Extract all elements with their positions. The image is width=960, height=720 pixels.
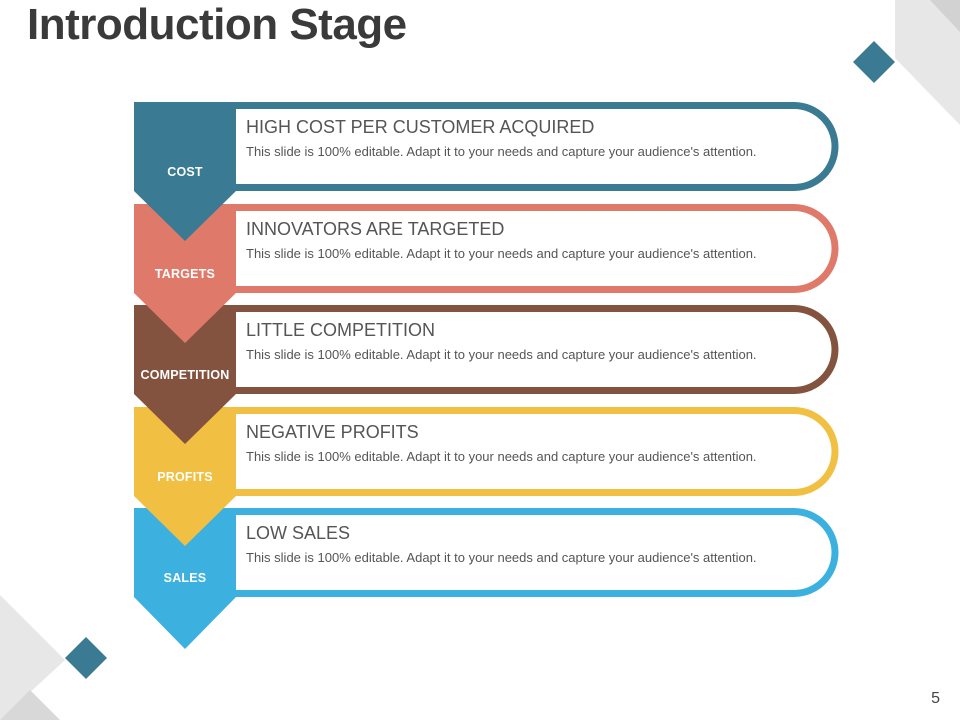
stage-tag: COMPETITION bbox=[140, 368, 230, 382]
page-number: 5 bbox=[931, 690, 940, 707]
stage-row-shape bbox=[134, 102, 839, 241]
stage-tag: COST bbox=[167, 165, 203, 179]
stage-pill-body bbox=[236, 312, 832, 388]
stage-tag: PROFITS bbox=[157, 470, 213, 484]
top-right-gray-shape bbox=[895, 0, 960, 125]
top-right-diamond bbox=[853, 41, 895, 83]
slide-title: Introduction Stage bbox=[27, 0, 407, 49]
stage-description: This slide is 100% editable. Adapt it to… bbox=[246, 246, 757, 261]
stage-chevron-strip bbox=[134, 407, 236, 546]
stage-heading: HIGH COST PER CUSTOMER ACQUIRED bbox=[246, 117, 595, 137]
bottom-left-light-shape bbox=[0, 690, 60, 720]
stage-heading: NEGATIVE PROFITS bbox=[246, 422, 419, 442]
stage-heading: LITTLE COMPETITION bbox=[246, 320, 436, 340]
stage-pill-body bbox=[236, 414, 832, 489]
stage-description: This slide is 100% editable. Adapt it to… bbox=[246, 550, 757, 565]
stage-chevron-strip bbox=[134, 508, 236, 649]
stage-chevron-strip bbox=[134, 204, 236, 343]
stage-chevron-strip bbox=[134, 305, 236, 444]
stage-description: This slide is 100% editable. Adapt it to… bbox=[246, 449, 757, 464]
stage-description: This slide is 100% editable. Adapt it to… bbox=[246, 347, 757, 362]
stage-chevron-strip bbox=[134, 102, 236, 241]
stage-pill-body bbox=[236, 109, 832, 184]
stage-row-shape bbox=[134, 407, 839, 546]
stage-row-shape bbox=[134, 508, 839, 649]
bottom-left-gray-shape bbox=[0, 595, 65, 720]
stage-tag: SALES bbox=[163, 571, 207, 585]
top-right-light-shape bbox=[930, 0, 960, 32]
stage-heading: LOW SALES bbox=[246, 523, 351, 543]
bottom-left-diamond bbox=[65, 637, 107, 679]
stage-row-shape bbox=[134, 305, 839, 444]
stage-tag: TARGETS bbox=[154, 267, 216, 281]
stage-pill-body bbox=[236, 515, 832, 590]
stage-row-shape bbox=[134, 204, 839, 343]
stage-pill-body bbox=[236, 211, 832, 286]
stage-description: This slide is 100% editable. Adapt it to… bbox=[246, 144, 757, 159]
stage-heading: INNOVATORS ARE TARGETED bbox=[246, 219, 505, 239]
